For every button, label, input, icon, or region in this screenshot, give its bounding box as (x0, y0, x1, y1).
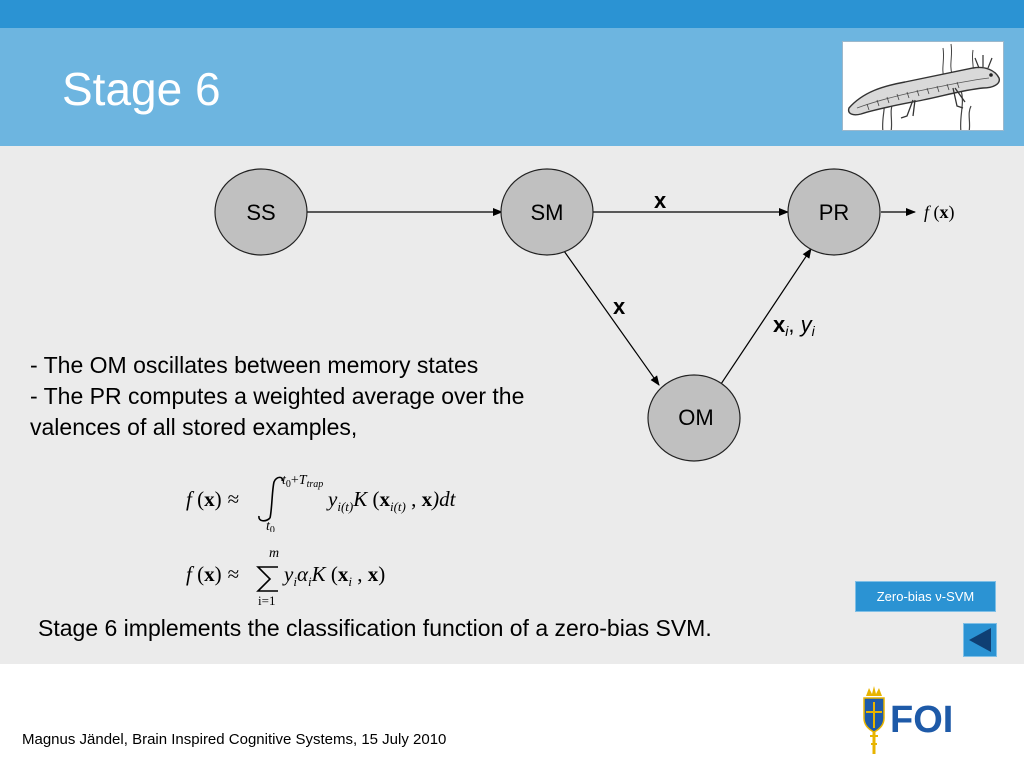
edge-label-om-pr-y: y (799, 312, 814, 337)
output-close: ) (949, 202, 955, 223)
zero-bias-svm-button[interactable]: Zero-bias ν-SVM (855, 581, 996, 612)
foi-logo: FOI (856, 684, 960, 756)
edge-label-om-pr-sep: , (788, 312, 800, 337)
integral-sign (258, 476, 284, 522)
formula2-y-sub: i (293, 574, 297, 589)
formula2-alpha-sub: i (308, 574, 312, 589)
formula1-comma: , (406, 487, 422, 511)
bullet-list: - The OM oscillates between memory state… (30, 350, 600, 443)
formula1-lower-limit: t0 (266, 519, 275, 532)
formula1-upper-t-sub: 0 (286, 479, 291, 490)
node-ss-label: SS (246, 200, 275, 225)
node-om-label: OM (678, 405, 713, 430)
formula2-summand: yiαiK (xi , x) (282, 562, 385, 589)
formula1-x2: x (422, 487, 433, 511)
slide-title: Stage 6 (62, 63, 221, 115)
formula1-K-x: x (379, 487, 390, 511)
formula1-K: K (352, 487, 368, 511)
formula2-close: ) (215, 562, 222, 586)
formula1-upper-t: t (282, 473, 287, 488)
formula2-end: ) (378, 562, 385, 586)
sum-sign (256, 566, 278, 592)
node-sm-label: SM (531, 200, 564, 225)
bullet-line-3: valences of all stored examples, (30, 414, 358, 440)
node-pr-label: PR (819, 200, 850, 225)
edge-label-sm-pr: x (654, 188, 667, 213)
formula1-lhs: f (x)≈ (186, 487, 239, 511)
edge-label-om-pr-y-sub: i (812, 323, 816, 339)
formula2-K: K (311, 562, 327, 586)
formula2-K-x: x (338, 562, 349, 586)
formula2-lhs: f (x)≈ (186, 562, 239, 586)
output-open: ( (929, 202, 940, 223)
formula1-end: )dt (431, 487, 456, 511)
edge-label-om-pr: xi, yi (773, 312, 816, 339)
node-pr: PR (787, 168, 881, 256)
formula2-K-x-sub: i (348, 574, 352, 589)
formula1-open: ( (192, 487, 204, 511)
formula2-x2: x (368, 562, 379, 586)
output-x: x (940, 202, 949, 222)
formula1-y: y (326, 487, 338, 511)
formula1-K-open: ( (367, 487, 379, 511)
axolotl-drawing-icon (847, 43, 1000, 130)
formula1-upper-T: T (299, 473, 308, 488)
output-f: f (924, 202, 932, 222)
edge-om-pr (720, 248, 812, 385)
formula2-K-open: ( (326, 562, 338, 586)
triangle-left-icon (969, 628, 991, 652)
formula1-y-sub: i(t) (337, 499, 353, 514)
integral-formula: f (x)≈ t0+Ttrap t0 yi(t)K (xi(t) , x)dt (186, 473, 457, 532)
formula1-x: x (204, 487, 215, 511)
formula1-K-x-sub: i(t) (390, 499, 406, 514)
formula1-upper-T-sub: trap (307, 479, 324, 490)
edge-label-om-pr-x: x (773, 312, 786, 337)
header-strip (0, 0, 1024, 28)
formula2-alpha: α (297, 562, 309, 586)
formula2-y: y (282, 562, 294, 586)
edge-label-sm-om: x (613, 294, 626, 319)
formula2-f: f (186, 562, 195, 586)
node-om: OM (647, 374, 741, 462)
formula2-sum-lower: i=1 (258, 593, 275, 608)
formula2-sum-upper: m (269, 546, 279, 561)
formula1-approx: ≈ (228, 487, 240, 511)
formula1-lower-t-sub: 0 (270, 525, 275, 532)
formula1-upper-limit: t0+Ttrap (282, 473, 323, 490)
foi-crest-icon: FOI (863, 686, 953, 754)
edge-sm-om (563, 250, 660, 386)
foi-logo-text: FOI (890, 699, 953, 741)
formula2-x: x (204, 562, 215, 586)
bullet-line-1: - The OM oscillates between memory state… (30, 352, 479, 378)
node-sm: SM (500, 168, 594, 256)
formula1-upper-plus: + (291, 473, 299, 488)
bullet-line-2: - The PR computes a weighted average ove… (30, 383, 525, 409)
footer-credit: Magnus Jändel, Brain Inspired Cognitive … (22, 731, 447, 748)
formula1-f: f (186, 487, 195, 511)
formula2-open: ( (192, 562, 204, 586)
node-ss: SS (214, 168, 308, 256)
edge-label-om-pr-x-sub: i (785, 323, 789, 339)
sum-formula: f (x)≈ m i=1 yiαiK (xi , x) (186, 546, 385, 608)
formula2-comma: , (352, 562, 368, 586)
formula1-integrand: yi(t)K (xi(t) , x)dt (326, 487, 457, 514)
output-function-label: f (x) (924, 202, 955, 223)
formula1-lower-t: t (266, 519, 271, 532)
formula1-close: ) (215, 487, 222, 511)
back-button[interactable] (963, 623, 997, 657)
summary-text: Stage 6 implements the classification fu… (38, 615, 712, 641)
formula2-approx: ≈ (228, 562, 240, 586)
axolotl-picture (842, 41, 1004, 131)
